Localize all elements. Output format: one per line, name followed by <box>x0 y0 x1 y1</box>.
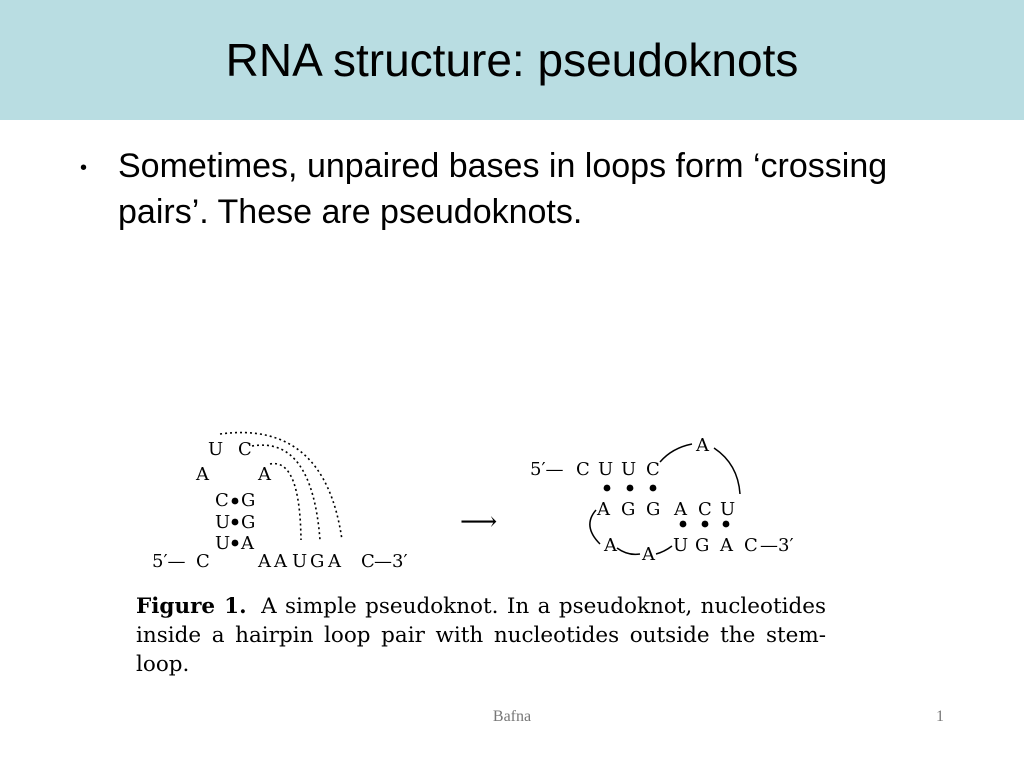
strand-base: U <box>720 499 735 520</box>
base-pair-dot <box>231 497 239 505</box>
strand-base: A <box>673 499 688 520</box>
stem-base: U <box>215 512 230 533</box>
base-pair-dot <box>231 518 239 526</box>
crossing-pair-arc <box>251 444 321 541</box>
pseudoknot-figure: U C A A C G U G U A 5′— C A A U G A C —3… <box>120 422 840 697</box>
strand-base: U <box>673 535 688 556</box>
loop-line <box>616 547 641 556</box>
strand-base: G <box>621 499 635 520</box>
strand-base: C <box>576 459 590 480</box>
stem-base: U <box>215 533 230 554</box>
caption-text: A simple pseudoknot. In a pseudoknot, nu… <box>136 594 826 677</box>
title-bar <box>0 0 1024 120</box>
strand-base: A <box>596 499 611 520</box>
three-prime-label: —3′ <box>374 551 408 572</box>
strand-base: G <box>695 535 709 556</box>
stem-base: G <box>241 490 255 511</box>
base-pair-dot <box>679 520 687 528</box>
slide-title: RNA structure: pseudoknots <box>225 34 799 86</box>
five-prime-label: 5′— <box>530 459 564 480</box>
bullet-item: • Sometimes, unpaired bases in loops for… <box>80 143 960 235</box>
loop-base: A <box>257 464 272 485</box>
five-prime-label: 5′— <box>152 551 186 572</box>
strand-base: A <box>719 535 734 556</box>
left-hairpin-structure: U C A A C G U G U A 5′— C A A U G A C —3… <box>152 431 408 572</box>
strand-base: C <box>646 459 660 480</box>
footer-author: Bafna <box>492 708 532 725</box>
stem-base: A <box>240 533 255 554</box>
strand-base: G <box>310 551 324 572</box>
page-number: 1 <box>936 708 944 725</box>
strand-base: U <box>598 459 613 480</box>
transformation-arrow: ⟶ <box>460 507 497 537</box>
strand-base: G <box>646 499 660 520</box>
strand-base: A <box>327 551 342 572</box>
loop-line <box>589 509 601 545</box>
pseudoknot-diagram: U C A A C G U G U A 5′— C A A U G A C —3… <box>152 431 794 572</box>
loop-base: U <box>208 439 223 460</box>
right-pseudoknot-structure: 5′— C U U C A A G G A C U A A U <box>530 435 794 565</box>
strand-base: A <box>273 551 288 572</box>
loop-base: A <box>695 435 710 456</box>
loop-line <box>659 443 693 463</box>
base-pair-dot <box>701 520 709 528</box>
loop-line <box>655 545 673 555</box>
figure-caption: Figure 1. A simple pseudoknot. In a pseu… <box>136 592 826 679</box>
loop-base: A <box>195 464 210 485</box>
bullet-marker: • <box>80 157 88 179</box>
base-pair-dot <box>649 484 657 492</box>
three-prime-label: —3′ <box>760 535 794 556</box>
strand-base: C <box>196 551 210 572</box>
strand-base: A <box>641 544 656 565</box>
stem-base: G <box>241 512 255 533</box>
bullet-list: • Sometimes, unpaired bases in loops for… <box>80 143 960 235</box>
strand-base: A <box>603 535 618 556</box>
strand-base: U <box>621 459 636 480</box>
strand-base: C <box>744 535 758 556</box>
caption-label: Figure 1. <box>136 594 247 619</box>
strand-base: C <box>698 499 712 520</box>
strand-base: U <box>292 551 307 572</box>
bullet-text: Sometimes, unpaired bases in loops form … <box>118 147 888 231</box>
base-pair-dot <box>603 484 611 492</box>
loop-line <box>713 447 741 495</box>
crossing-pair-arc <box>269 462 302 541</box>
loop-base: C <box>238 439 252 460</box>
base-pair-dot <box>626 484 634 492</box>
strand-base: A <box>257 551 272 572</box>
stem-base: C <box>215 490 229 511</box>
strand-base: C <box>361 551 375 572</box>
base-pair-dot <box>231 539 239 547</box>
base-pair-dot <box>722 520 730 528</box>
